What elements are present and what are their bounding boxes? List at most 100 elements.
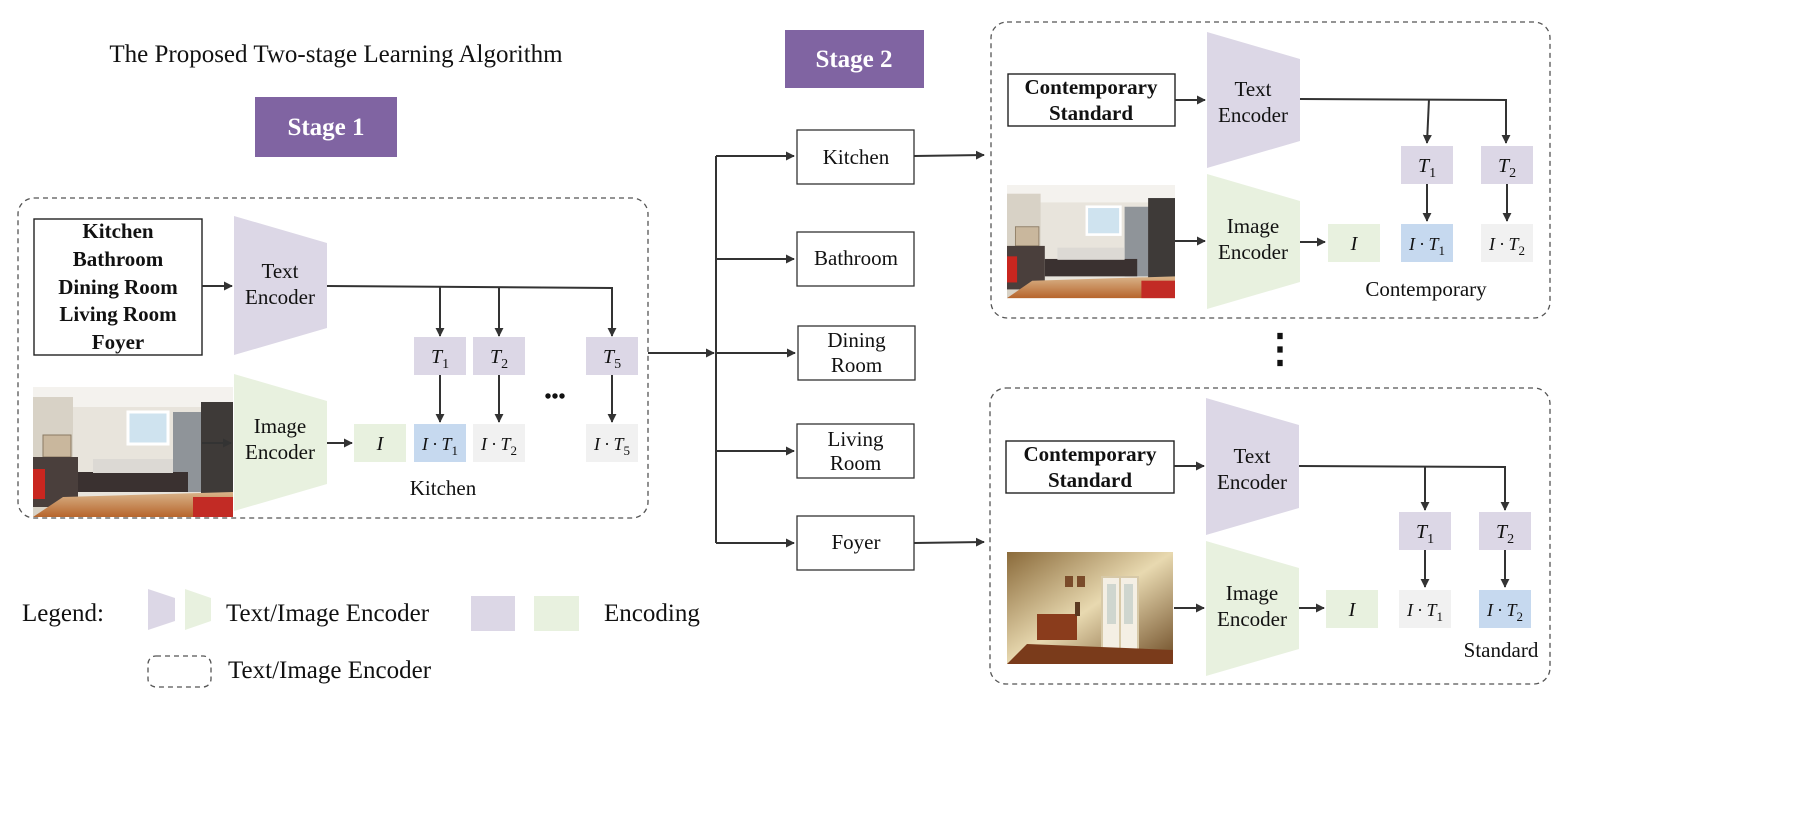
svg-text:T2: T2 (490, 346, 508, 372)
image-encoder-label: Encoder (245, 440, 315, 464)
panel-result-label: Contemporary (1365, 277, 1487, 301)
svg-text:Encoder: Encoder (1217, 470, 1287, 494)
vertical-ellipsis: ⋮ (1260, 326, 1300, 371)
text-encoder-shape (234, 216, 327, 355)
svg-text:Image: Image (1226, 581, 1278, 605)
horizontal-ellipsis: ••• (544, 386, 565, 408)
token-t2: T2 (1481, 146, 1533, 184)
stage-connector (648, 151, 796, 548)
svg-text:T2: T2 (1496, 521, 1514, 547)
image-encoder-shape (1207, 174, 1300, 309)
stage2-label: Stage 2 (815, 46, 892, 73)
svg-text:I · T1: I · T1 (421, 434, 458, 458)
stage2-panel-bottom: Contemporary Standard Text Encoder T1 T2… (989, 387, 1551, 685)
legend-encoder-text: Text/Image Encoder (226, 600, 430, 627)
panel-result-label: Standard (1464, 638, 1539, 662)
room-list-item: Kitchen (82, 219, 153, 243)
product-i-t2: I · T2 (473, 424, 525, 462)
diagram-title: The Proposed Two-stage Learning Algorith… (109, 41, 563, 68)
style-list-box: Contemporary Standard (1005, 440, 1175, 494)
svg-text:Image: Image (1227, 214, 1279, 238)
token-t1: T1 (1401, 146, 1453, 184)
stage1-panel: Kitchen Bathroom Dining Room Living Room… (17, 197, 649, 519)
text-encoder-shape (1206, 398, 1299, 535)
legend-encoding-text: Encoding (604, 600, 700, 627)
stage2-room-kitchen: Kitchen (796, 129, 915, 185)
stage2-room-dining: Dining Room (797, 325, 916, 381)
image-embedding: I (1328, 224, 1380, 262)
svg-text:T2: T2 (1498, 155, 1516, 181)
stage1-label: Stage 1 (287, 114, 364, 141)
svg-text:Encoder: Encoder (1218, 103, 1288, 127)
svg-text:Standard: Standard (1049, 101, 1133, 125)
kitchen-photo (1005, 183, 1177, 300)
product-i-t1: I · T1 (1401, 224, 1453, 262)
svg-text:Bathroom: Bathroom (814, 246, 898, 270)
stage1-badge: Stage 1 (255, 97, 397, 157)
svg-text:Encoder: Encoder (1217, 607, 1287, 631)
product-i-t2: I · T2 (1481, 224, 1533, 262)
text-encoding-legend-swatch (471, 596, 515, 631)
product-i-t1: I · T1 (414, 424, 466, 462)
token-t5: T5 (586, 337, 638, 375)
svg-text:T1: T1 (1418, 155, 1436, 181)
image-encoder-label: Image (254, 414, 306, 438)
svg-text:I: I (1348, 599, 1357, 621)
svg-text:I · T5: I · T5 (593, 434, 630, 458)
product-i-t5: I · T5 (586, 424, 638, 462)
product-i-t2: I · T2 (1479, 590, 1531, 628)
room-list-box: Kitchen Bathroom Dining Room Living Room… (33, 218, 203, 356)
svg-text:Encoder: Encoder (1218, 240, 1288, 264)
text-encoder-legend-icon (148, 589, 175, 630)
stage2-room-foyer: Foyer (796, 515, 915, 571)
svg-text:Contemporary: Contemporary (1025, 75, 1158, 99)
stage2-room-living: Living Room (796, 423, 915, 479)
token-t2: T2 (1479, 512, 1531, 550)
room-list-item: Foyer (92, 330, 144, 354)
stage2-panel-top: Contemporary Standard Text Encoder T1 T2… (990, 21, 1551, 319)
style-list-box: Contemporary Standard (1007, 73, 1176, 127)
svg-text:Text: Text (1234, 77, 1271, 101)
image-encoder-shape (234, 374, 327, 511)
room-list-item: Dining Room (58, 275, 178, 299)
svg-text:I · T1: I · T1 (1406, 600, 1443, 624)
svg-text:I: I (376, 433, 385, 455)
svg-text:T5: T5 (603, 346, 621, 372)
legend-label: Legend: (22, 600, 104, 627)
image-embedding: I (354, 424, 406, 462)
svg-text:Foyer: Foyer (832, 530, 881, 554)
room-list-item: Bathroom (73, 247, 164, 271)
svg-text:I · T2: I · T2 (1486, 600, 1523, 624)
stage2-badge: Stage 2 (785, 30, 924, 88)
text-encoder-shape (1207, 32, 1300, 168)
svg-text:Kitchen: Kitchen (823, 145, 890, 169)
stage1-result-label: Kitchen (410, 476, 477, 500)
image-embedding: I (1326, 590, 1378, 628)
token-t2: T2 (473, 337, 525, 375)
token-t1: T1 (1399, 512, 1451, 550)
room-list-item: Living Room (59, 302, 177, 326)
foyer-photo (1006, 551, 1174, 665)
product-i-t1: I · T1 (1399, 590, 1451, 628)
dashed-box-legend-icon (147, 655, 212, 688)
svg-text:I · T2: I · T2 (480, 434, 517, 458)
svg-text:Text: Text (1233, 444, 1270, 468)
svg-text:Standard: Standard (1048, 468, 1132, 492)
svg-text:I: I (1350, 233, 1359, 255)
svg-text:I · T1: I · T1 (1408, 234, 1445, 258)
text-encoder-label: Text (261, 259, 298, 283)
svg-text:I · T2: I · T2 (1488, 234, 1525, 258)
token-t1: T1 (414, 337, 466, 375)
legend-dashed-text: Text/Image Encoder (228, 657, 432, 684)
image-encoder-legend-icon (185, 589, 211, 630)
legend: Legend: Text/Image Encoder Encoding Text… (22, 589, 700, 688)
stage2-room-bathroom: Bathroom (796, 231, 915, 287)
svg-text:T1: T1 (431, 346, 449, 372)
text-encoder-label: Encoder (245, 285, 315, 309)
svg-text:Contemporary: Contemporary (1024, 442, 1157, 466)
image-encoding-legend-swatch (534, 596, 579, 631)
image-encoder-shape (1206, 541, 1299, 676)
kitchen-photo (31, 385, 235, 519)
svg-text:T1: T1 (1416, 521, 1434, 547)
